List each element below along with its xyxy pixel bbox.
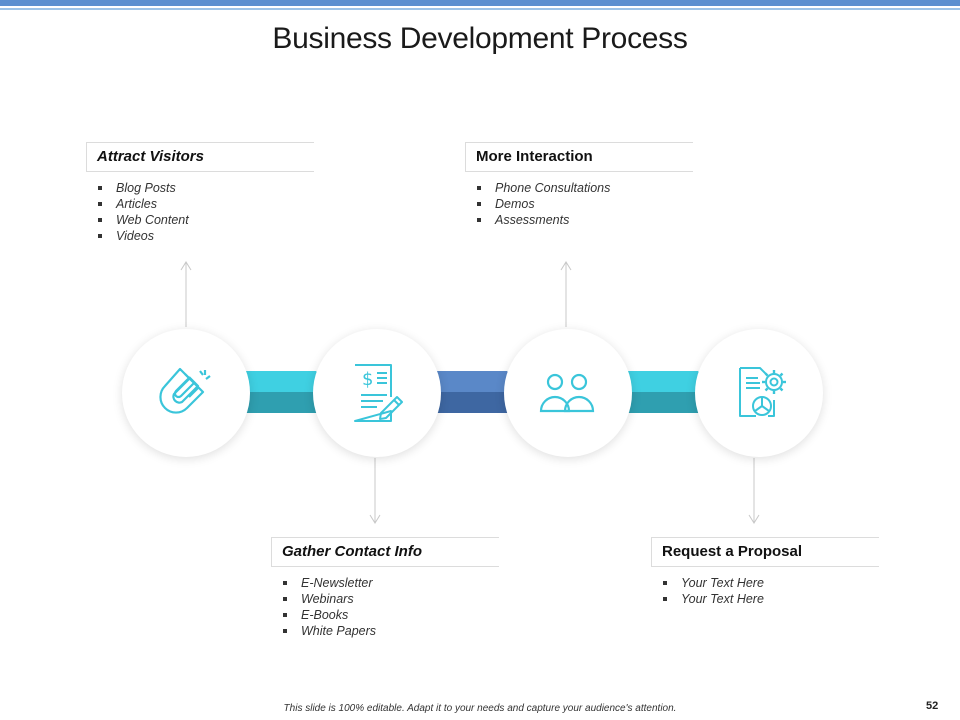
top-accent-line (0, 8, 960, 10)
page-title: Business Development Process (272, 22, 688, 55)
step-heading: Gather Contact Info (271, 537, 499, 567)
step-heading: Attract Visitors (86, 142, 314, 172)
step-heading: More Interaction (465, 142, 693, 172)
top-accent-bar (0, 0, 960, 6)
list-item: Articles (98, 196, 314, 212)
arrow-2 (437, 371, 524, 413)
list-item: Assessments (477, 212, 693, 228)
list-item: Phone Consultations (477, 180, 693, 196)
list-item: E-Books (283, 607, 499, 623)
list-item: Your Text Here (663, 591, 879, 607)
list-item: Blog Posts (98, 180, 314, 196)
list-item: Videos (98, 228, 314, 244)
magnet-icon (159, 367, 211, 414)
step-box-request-proposal: Request a Proposal Your Text Here Your T… (651, 537, 879, 607)
list-item: Webinars (283, 591, 499, 607)
list-item: Demos (477, 196, 693, 212)
invoice-document-icon: $ (354, 364, 403, 422)
list-item: White Papers (283, 623, 499, 639)
list-item: E-Newsletter (283, 575, 499, 591)
step-item-list: E-Newsletter Webinars E-Books White Pape… (271, 575, 499, 639)
page-number: 52 (926, 700, 939, 712)
document-settings-icon (739, 367, 786, 417)
list-item: Web Content (98, 212, 314, 228)
svg-text:$: $ (362, 369, 373, 390)
step-circle-1 (122, 329, 250, 457)
step-heading: Request a Proposal (651, 537, 879, 567)
users-icon (539, 373, 595, 413)
step-item-list: Phone Consultations Demos Assessments (465, 180, 693, 228)
step-box-attract-visitors: Attract Visitors Blog Posts Articles Web… (86, 142, 314, 244)
list-item: Your Text Here (663, 575, 879, 591)
step-circle-2: $ (313, 329, 441, 457)
footer-note: This slide is 100% editable. Adapt it to… (283, 703, 677, 714)
step-box-more-interaction: More Interaction Phone Consultations Dem… (465, 142, 693, 228)
step-circle-4 (695, 329, 823, 457)
arrow-1 (246, 371, 333, 413)
step-circle-3 (504, 329, 632, 457)
step-box-gather-contact-info: Gather Contact Info E-Newsletter Webinar… (271, 537, 499, 639)
arrow-3 (628, 371, 715, 413)
step-item-list: Blog Posts Articles Web Content Videos (86, 180, 314, 244)
step-item-list: Your Text Here Your Text Here (651, 575, 879, 607)
